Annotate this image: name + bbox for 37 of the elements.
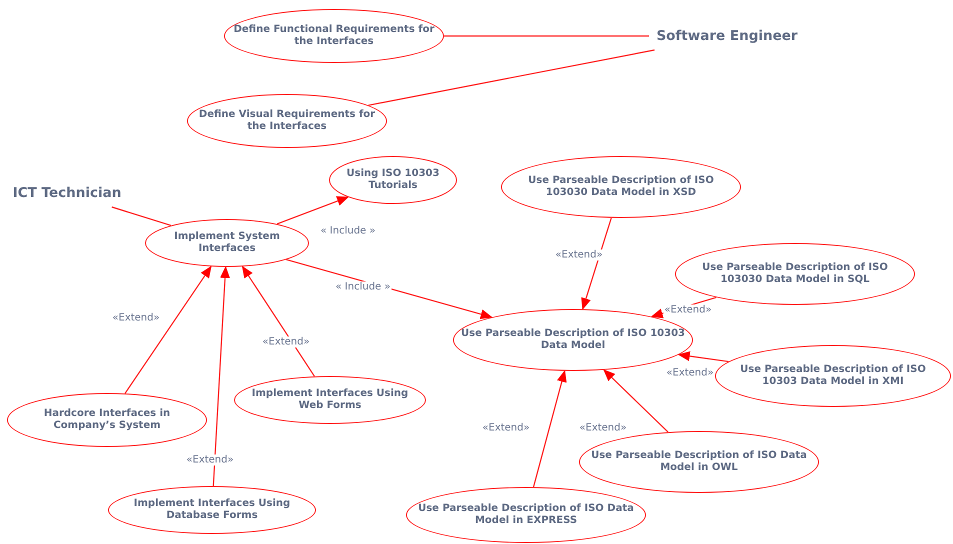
arrow (286, 259, 493, 320)
actor-name: ICT Technician (7, 183, 127, 203)
edge-label: «Extend» (185, 454, 235, 466)
association-line (444, 35, 649, 37)
edge-label: «Extend» (481, 422, 531, 434)
edge-label: « Include » (320, 226, 376, 236)
arrow (212, 266, 230, 486)
arrow (532, 370, 567, 488)
arrow (242, 266, 315, 377)
use-case-label: Use Parseable Description of ISO Data Model in EXPRESS (417, 502, 635, 528)
association-line (368, 49, 655, 106)
edge-label: «Extend» (578, 422, 628, 434)
association-line (112, 206, 172, 226)
use-case-label: Use Parseable Description of ISO 10303 Data Model (461, 328, 685, 352)
arrow (603, 369, 668, 432)
edge-label: « Include » (334, 282, 392, 292)
use-case-label: Use Parseable Description of ISO 10303 Data Model in XMI (739, 364, 927, 388)
edge-label: «Extend» (554, 250, 604, 260)
edge-label: «Extend» (111, 312, 161, 324)
use-case-label: Use Parseable Description of ISO 103030 Data Model in SQL (701, 262, 889, 286)
arrow (124, 266, 212, 394)
arrow (581, 218, 612, 310)
use-case-label: Use Parseable Description of ISO Data Model in OWL (590, 450, 808, 474)
use-case-label: Use Parseable Description of ISO 103030 Data Model in XSD (527, 174, 715, 200)
arrow (276, 196, 349, 225)
use-case-label: Hardcore Interfaces in Company’s System (42, 408, 172, 432)
arrow (678, 351, 729, 362)
actor-name: Software Engineer (653, 26, 801, 46)
edge-label: «Extend» (663, 304, 713, 316)
use-case-label: Implement System Interfaces (173, 230, 281, 256)
edge-label: «Extend» (665, 368, 715, 378)
use-case-label: Using ISO 10303 Tutorials (346, 168, 440, 192)
use-case-label: Implement Interfaces Using Web Forms (250, 388, 410, 412)
edge-label: «Extend» (261, 336, 311, 348)
use-case-label: Define Visual Requirements for the Interfaces (198, 108, 376, 134)
use-case-label: Define Functional Requirements for the Interfaces (232, 24, 436, 48)
use-case-label: Implement Interfaces Using Database Forms (132, 498, 292, 522)
